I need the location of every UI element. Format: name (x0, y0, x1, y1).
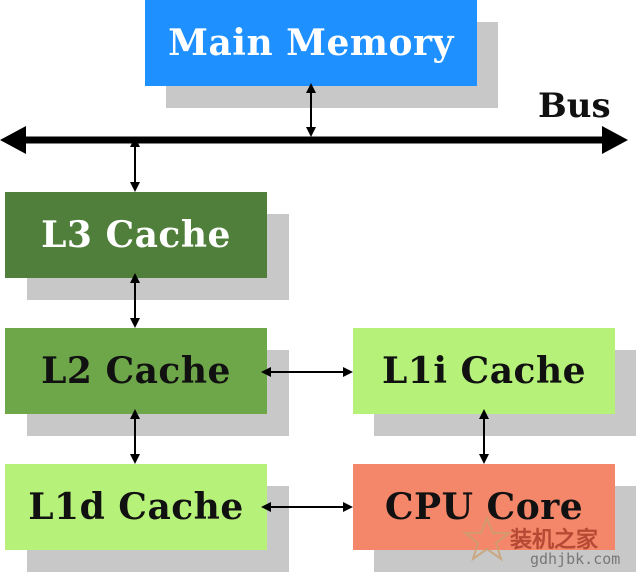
bus-line (0, 126, 628, 154)
l3-cache-box: L3 Cache (5, 192, 267, 278)
l2-cache-box: L2 Cache (5, 328, 267, 414)
watermark-url: gdhjbk.com (530, 550, 621, 568)
bus-label: Bus (538, 86, 611, 126)
main-memory-box: Main Memory (145, 0, 477, 86)
l1i-cache-box: L1i Cache (353, 328, 615, 414)
cpu-core-box: CPU Core (353, 464, 615, 550)
l1d-cache-box: L1d Cache (5, 464, 267, 550)
watermark-text: 装机之家 (510, 528, 599, 553)
watermark-star-icon (462, 515, 512, 562)
